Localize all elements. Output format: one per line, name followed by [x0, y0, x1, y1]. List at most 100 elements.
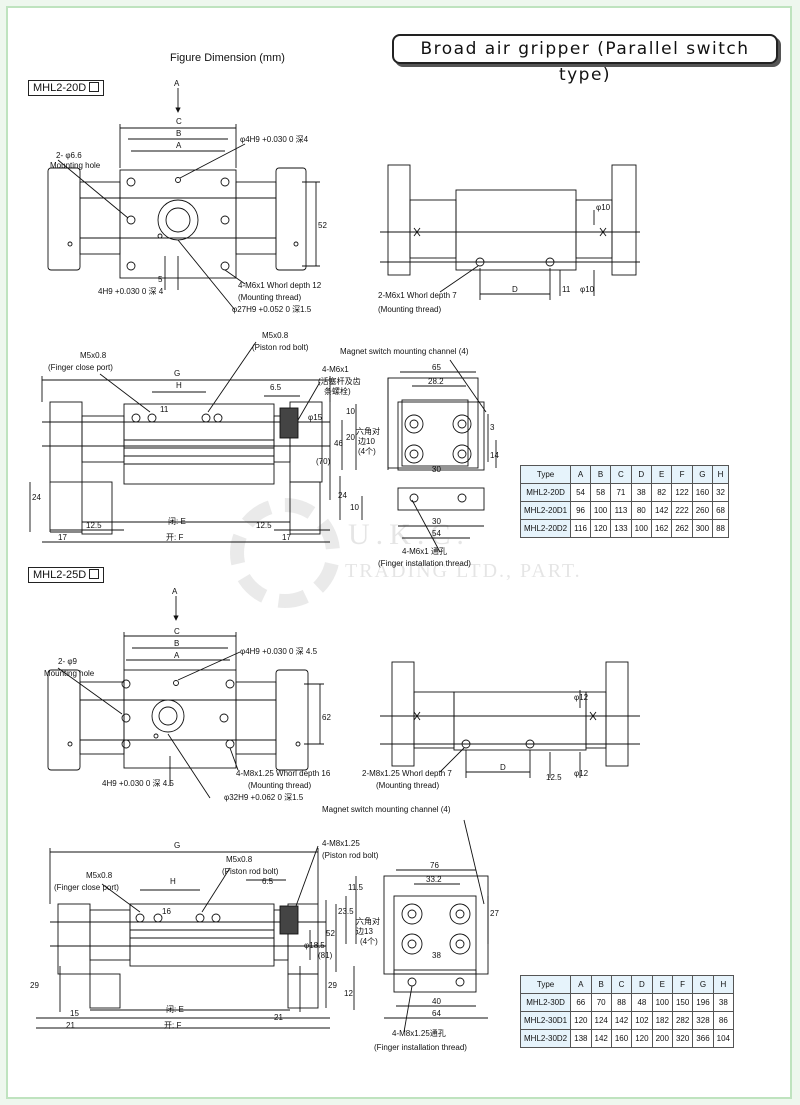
rod-thread-spec: 4-M8x1.25: [322, 839, 360, 848]
finger-thread-spec: 4-M8x1.25通孔: [392, 1028, 446, 1038]
pin-hole-bottom: 4H9 +0.030 0 深 4: [98, 287, 164, 296]
table-cell: 150: [671, 993, 694, 1012]
dim-65: 65: [432, 363, 441, 372]
hex-label-3: (4个): [358, 447, 376, 456]
table-header-cell: H: [712, 975, 735, 994]
close-port-spec: M5x0.8: [80, 351, 107, 360]
pin-hole-spec: φ4H9 +0.030 0 深 4.5: [240, 647, 318, 656]
table-cell: 113: [610, 501, 632, 520]
rod-thread-cn2: 条螺栓): [324, 386, 351, 396]
side-dim-d: D: [512, 285, 518, 294]
table-cell: 122: [671, 483, 693, 502]
rod-thread-label: (Piston rod bolt): [322, 851, 379, 860]
dim-e-closed: 闭: E: [166, 1005, 184, 1014]
table-cell: 142: [610, 1011, 633, 1030]
dim-c: C: [176, 117, 182, 126]
mounting-thread-spec: 4-M8x1.25 Whorl depth 16: [236, 769, 331, 778]
table-cell: 282: [671, 1011, 694, 1030]
dim-g: G: [174, 369, 180, 378]
dim-f-open: 开: F: [164, 1021, 181, 1030]
dim-3: 3: [490, 423, 495, 432]
table-cell: MHL2-20D: [519, 483, 572, 502]
dim-70: (70): [316, 457, 331, 466]
side-dim-11: 11: [562, 285, 571, 294]
magnet-channel-label: Magnet switch mounting channel (4): [322, 805, 451, 814]
mounting-hole-label: Mounting hole: [44, 669, 95, 678]
pin-hole-bottom: 4H9 +0.030 0 深 4.5: [102, 779, 174, 788]
table-cell: 124: [590, 1011, 612, 1030]
table-cell: 116: [570, 519, 591, 538]
top-view-20d: [47, 88, 320, 311]
table-cell: 100: [630, 519, 652, 538]
watermark: U.K.C. TRADING LTD., PART.: [230, 498, 650, 628]
side-dia-top: φ12: [574, 693, 589, 702]
labels-25d: A C B A 2- φ9 Mounting hole φ4H9 +0.030 …: [30, 587, 589, 1052]
table-header-cell: C: [610, 465, 632, 484]
side-dim-d: D: [500, 763, 506, 772]
magnet-channel-label: Magnet switch mounting channel (4): [340, 347, 469, 356]
dim-21-right: 21: [274, 1013, 283, 1022]
side-dia-bottom: φ10: [580, 285, 595, 294]
dim-62: 62: [322, 713, 331, 722]
table-header-cell: G: [691, 465, 714, 484]
table-cell: 200: [651, 1029, 673, 1048]
watermark-line1: U.K.C.: [348, 518, 470, 551]
rod-bolt-spec: M5x0.8: [226, 855, 253, 864]
checkbox-square-icon: [89, 569, 100, 579]
rod-thread-spec: 4-M6x1: [322, 365, 349, 374]
dim-15: 15: [70, 1009, 79, 1018]
table-header-cell: F: [671, 465, 693, 484]
mounting-thread-label: (Mounting thread): [238, 293, 301, 302]
close-port-label: (Finger close port): [54, 883, 119, 892]
side-view-20d: [380, 164, 640, 300]
table-cell: 133: [610, 519, 632, 538]
table-cell: 104: [712, 1029, 735, 1048]
dim-f-open: 开: F: [166, 533, 183, 542]
table-cell: 70: [590, 993, 612, 1012]
hex-label-1: 六角对: [356, 916, 380, 926]
dim-10-bottom: 10: [350, 503, 359, 512]
dim-a: A: [176, 141, 182, 150]
table-cell: 366: [692, 1029, 714, 1048]
dim-46: 46: [334, 439, 343, 448]
side-thread-spec: 2-M8x1.25 Whorl depth 7: [362, 769, 452, 778]
dim-16: 16: [162, 907, 171, 916]
dim-54: 54: [432, 529, 441, 538]
table-cell: 38: [712, 993, 735, 1012]
table-cell: 82: [650, 483, 673, 502]
dim-12-5-left: 12.5: [86, 521, 102, 530]
table-cell: 260: [691, 501, 714, 520]
table-header-cell: H: [712, 465, 729, 484]
dim-b: B: [174, 639, 179, 648]
figure-caption: Figure Dimension (mm): [170, 52, 285, 64]
front-view-20d: [29, 341, 331, 543]
mounting-hole-dia: 2- φ6.6: [56, 151, 82, 160]
table-header-cell: A: [570, 465, 591, 484]
front-view-25d: [36, 845, 330, 1029]
table-cell: 262: [671, 519, 693, 538]
hex-label-1: 六角对: [356, 426, 380, 436]
side-thread-label: (Mounting thread): [378, 305, 441, 314]
dim-11-5: 11.5: [348, 883, 364, 892]
dim-29-right: 29: [328, 981, 337, 990]
dim-27: 27: [490, 909, 499, 918]
dim-11: 11: [160, 405, 169, 414]
dim-30-top: 30: [432, 465, 441, 474]
mounting-hole-label: Mounting hole: [50, 161, 101, 170]
table-cell: 160: [610, 1029, 633, 1048]
dim-52: 52: [318, 221, 327, 230]
labels-20d: A C B A 2- φ6.6 Mounting hole φ4H9 +0.03…: [32, 79, 611, 568]
view-a-label: A: [172, 587, 178, 596]
table-cell: 102: [631, 1011, 653, 1030]
finger-thread-spec: 4-M6x1 通孔: [402, 546, 447, 556]
table-cell: 142: [650, 501, 673, 520]
table-header-cell: G: [692, 975, 714, 994]
dim-10: 10: [346, 407, 355, 416]
